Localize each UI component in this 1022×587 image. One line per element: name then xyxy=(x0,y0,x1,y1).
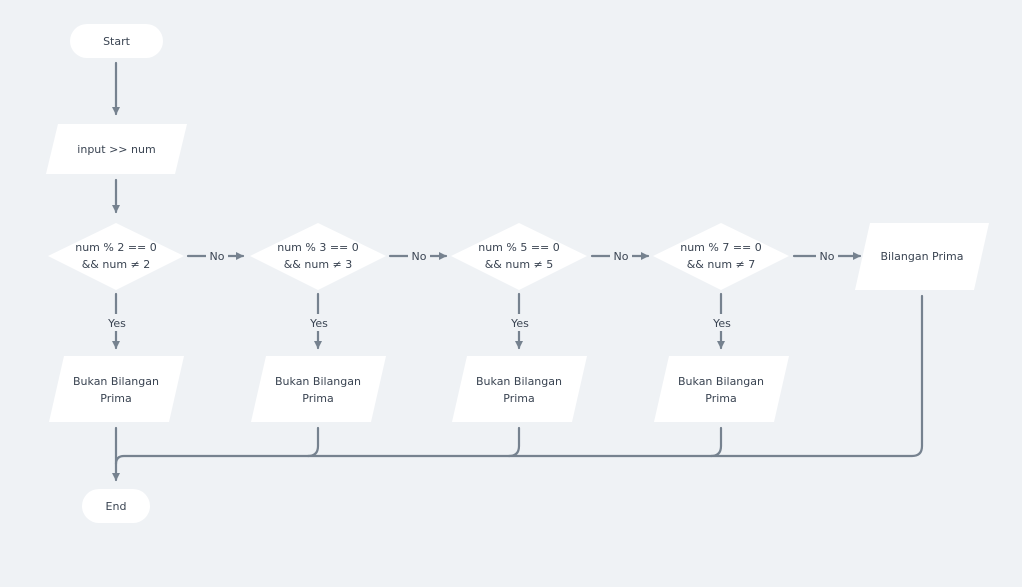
no-label-1: No xyxy=(210,250,225,263)
edge-labels: No No No No Yes Yes Yes Yes xyxy=(104,248,838,331)
decision-2-line1: num % 3 == 0 xyxy=(277,241,359,254)
no-label-3: No xyxy=(614,250,629,263)
edge-merge-2 xyxy=(306,426,320,458)
node-output-not-prime-1[interactable]: Bukan Bilangan Prima xyxy=(49,356,184,422)
output-2-line2: Prima xyxy=(302,392,333,405)
edge-merge-4 xyxy=(709,426,723,458)
edge-merge-bus xyxy=(114,294,924,466)
decision-mod-2[interactable]: num % 2 == 0 && num ≠ 2 xyxy=(48,223,184,290)
decision-2-line2: && num ≠ 3 xyxy=(284,258,353,271)
node-input[interactable]: input >> num xyxy=(46,124,187,174)
yes-label-1: Yes xyxy=(107,317,126,330)
input-label: input >> num xyxy=(77,143,155,156)
node-output-not-prime-4[interactable]: Bukan Bilangan Prima xyxy=(654,356,789,422)
decision-1-line1: num % 2 == 0 xyxy=(75,241,157,254)
decision-3-line2: && num ≠ 5 xyxy=(485,258,554,271)
decision-1-line2: && num ≠ 2 xyxy=(82,258,151,271)
decision-4-line2: && num ≠ 7 xyxy=(687,258,756,271)
node-output-prime[interactable]: Bilangan Prima xyxy=(855,223,989,290)
no-label-2: No xyxy=(412,250,427,263)
output-3-line2: Prima xyxy=(503,392,534,405)
node-end[interactable]: End xyxy=(82,489,150,523)
node-start[interactable]: Start xyxy=(70,24,163,58)
node-output-not-prime-2[interactable]: Bukan Bilangan Prima xyxy=(251,356,386,422)
yes-label-3: Yes xyxy=(510,317,529,330)
prime-output-label: Bilangan Prima xyxy=(880,250,963,263)
output-1-line1: Bukan Bilangan xyxy=(73,375,159,388)
decision-mod-5[interactable]: num % 5 == 0 && num ≠ 5 xyxy=(451,223,587,290)
node-output-not-prime-3[interactable]: Bukan Bilangan Prima xyxy=(452,356,587,422)
no-label-4: No xyxy=(820,250,835,263)
start-label: Start xyxy=(103,35,131,48)
yes-label-2: Yes xyxy=(309,317,328,330)
decision-mod-7[interactable]: num % 7 == 0 && num ≠ 7 xyxy=(653,223,789,290)
output-1-line2: Prima xyxy=(100,392,131,405)
output-3-line1: Bukan Bilangan xyxy=(476,375,562,388)
decision-4-line1: num % 7 == 0 xyxy=(680,241,762,254)
output-4-line2: Prima xyxy=(705,392,736,405)
decision-3-line1: num % 5 == 0 xyxy=(478,241,560,254)
yes-label-4: Yes xyxy=(712,317,731,330)
edge-merge-3 xyxy=(507,426,521,458)
output-4-line1: Bukan Bilangan xyxy=(678,375,764,388)
end-label: End xyxy=(106,500,127,513)
output-2-line1: Bukan Bilangan xyxy=(275,375,361,388)
decision-mod-3[interactable]: num % 3 == 0 && num ≠ 3 xyxy=(250,223,386,290)
